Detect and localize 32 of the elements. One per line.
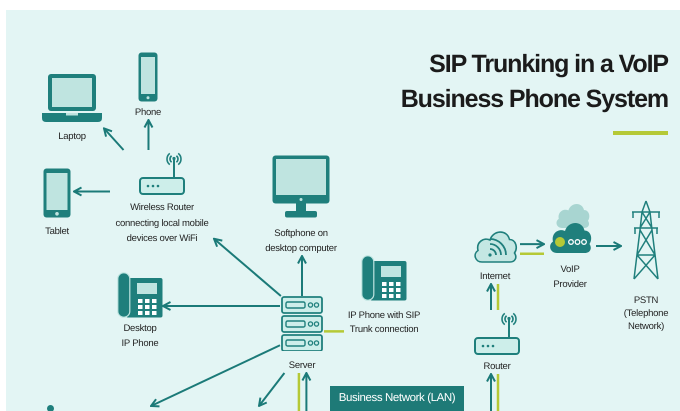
node-label: Router bbox=[483, 360, 510, 374]
node-label: VoIP Provider bbox=[552, 263, 588, 292]
node-label: Softphone on desktop computer bbox=[264, 227, 338, 256]
arrow bbox=[103, 127, 124, 151]
arrow bbox=[486, 283, 496, 310]
node-label: Desktop IP Phone bbox=[120, 322, 160, 351]
node-label: Phone bbox=[134, 106, 162, 120]
node-label: Tablet bbox=[45, 225, 69, 239]
node-label: PSTN (Telephone Network) bbox=[622, 294, 670, 333]
connector-line bbox=[496, 284, 500, 310]
title: SIP Trunking in a VoIP Business Phone System bbox=[400, 49, 668, 115]
arrow bbox=[301, 372, 312, 411]
node-label: Internet bbox=[480, 270, 510, 284]
connector-line bbox=[496, 374, 500, 411]
arrow bbox=[73, 186, 110, 196]
node-label: Laptop bbox=[58, 130, 86, 144]
arrow bbox=[213, 238, 282, 297]
arrow bbox=[162, 301, 280, 311]
node-label: Server bbox=[288, 359, 316, 373]
arrow bbox=[150, 344, 280, 408]
arrow bbox=[520, 239, 545, 250]
arrow bbox=[297, 255, 307, 296]
arrow bbox=[143, 119, 154, 150]
arrow bbox=[596, 241, 622, 251]
arrow bbox=[486, 373, 496, 411]
arrow bbox=[258, 372, 286, 407]
node-label: IP Phone with SIP Trunk connection bbox=[346, 309, 422, 337]
connector-line bbox=[520, 252, 544, 256]
connector-line bbox=[324, 330, 344, 333]
connector-line bbox=[298, 373, 300, 411]
section-banner: Business Network (LAN) bbox=[330, 386, 464, 411]
node-label: Wireless Router connecting local mobile devices over WiFi bbox=[114, 201, 210, 246]
